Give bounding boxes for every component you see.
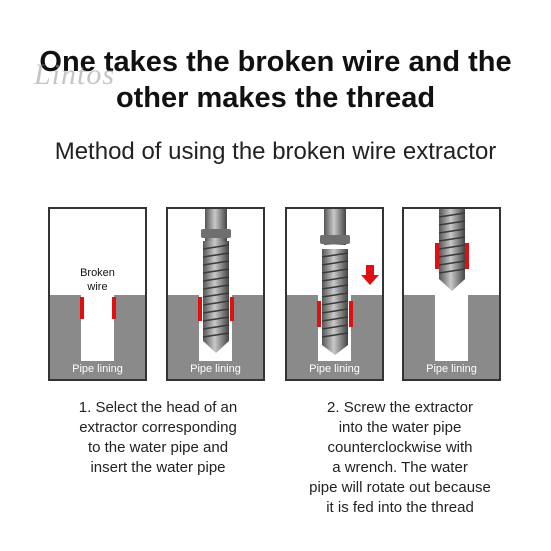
headline-line-2: other makes the thread xyxy=(115,82,436,114)
extractor-thread-lines xyxy=(438,212,466,274)
headline: One takes the broken wire and the other … xyxy=(0,44,551,116)
pipe-lining-label: Pipe lining xyxy=(190,363,241,375)
thread-mark-left xyxy=(198,297,202,321)
step-1-caption: 1. Select the head of an extractor corre… xyxy=(78,399,238,476)
extractor-thread-lines xyxy=(321,252,349,338)
extractor-collar xyxy=(201,229,231,238)
pipe-lining-shape xyxy=(50,295,145,379)
extractor-thread-lines xyxy=(202,244,230,338)
thread-mark-right xyxy=(465,243,469,269)
pipe-lining-label: Pipe lining xyxy=(426,363,477,375)
brand-watermark: Lintos xyxy=(34,58,116,91)
thread-mark-right xyxy=(230,297,234,321)
headline-line-1: One takes the broken wire and the xyxy=(39,46,512,78)
extractor-thread-body xyxy=(203,241,229,353)
broken-wire-mark-left xyxy=(80,297,84,319)
panel-4-illustration xyxy=(404,209,499,379)
pipe-lining-shape xyxy=(168,295,263,379)
pipe-lining-label: Pipe lining xyxy=(309,363,360,375)
panel-2-illustration xyxy=(168,209,263,379)
step-panel-2: Pipe lining xyxy=(166,207,265,381)
pipe-lining-label: Pipe lining xyxy=(72,363,123,375)
down-arrow-icon xyxy=(361,265,379,285)
step-2-caption: 2. Screw the extractor into the water pi… xyxy=(309,399,491,516)
broken-wire-mark-right xyxy=(112,297,116,319)
extractor-collar xyxy=(320,235,350,244)
thread-mark-left xyxy=(435,243,439,269)
step-panel-4: Pipe lining xyxy=(402,207,501,381)
step-panel-1: Broken wire Pipe lining xyxy=(48,207,147,381)
panel-1-illustration xyxy=(50,295,145,379)
broken-wire-label: Broken wire xyxy=(80,267,115,293)
pipe-lining-shape xyxy=(287,295,382,379)
pipe-lining-shape xyxy=(404,295,499,379)
thread-mark-left xyxy=(317,301,321,327)
subtitle: Method of using the broken wire extracto… xyxy=(54,138,497,165)
step-panel-3: Pipe lining xyxy=(285,207,384,381)
thread-mark-right xyxy=(349,301,353,327)
panel-3-illustration xyxy=(287,209,382,379)
